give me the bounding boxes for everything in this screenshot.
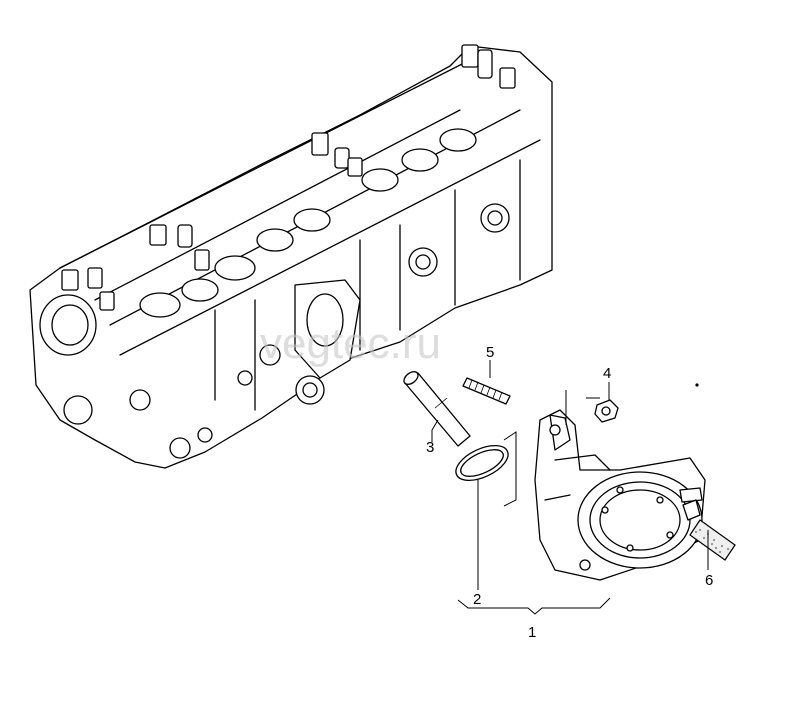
callout-6: 6 bbox=[705, 572, 713, 589]
callout-4: 4 bbox=[603, 365, 611, 382]
callout-2: 2 bbox=[473, 591, 481, 608]
callout-1: 1 bbox=[528, 624, 536, 641]
head-bolts bbox=[61, 44, 516, 311]
stray-dot-mark bbox=[695, 383, 699, 387]
o-ring-part-2 bbox=[455, 445, 509, 481]
nut-part-4 bbox=[594, 399, 619, 423]
cylinder-head-drawing bbox=[29, 44, 553, 469]
stud-part-5 bbox=[462, 377, 511, 405]
leader-lines bbox=[431, 360, 709, 615]
hose-part-6 bbox=[682, 499, 736, 561]
watermark-text: vegtec.ru bbox=[260, 319, 441, 368]
sleeve-part-3 bbox=[403, 371, 471, 447]
vacuum-pump-part-1 bbox=[534, 409, 706, 581]
callout-5: 5 bbox=[486, 344, 494, 361]
callout-3: 3 bbox=[426, 439, 434, 456]
